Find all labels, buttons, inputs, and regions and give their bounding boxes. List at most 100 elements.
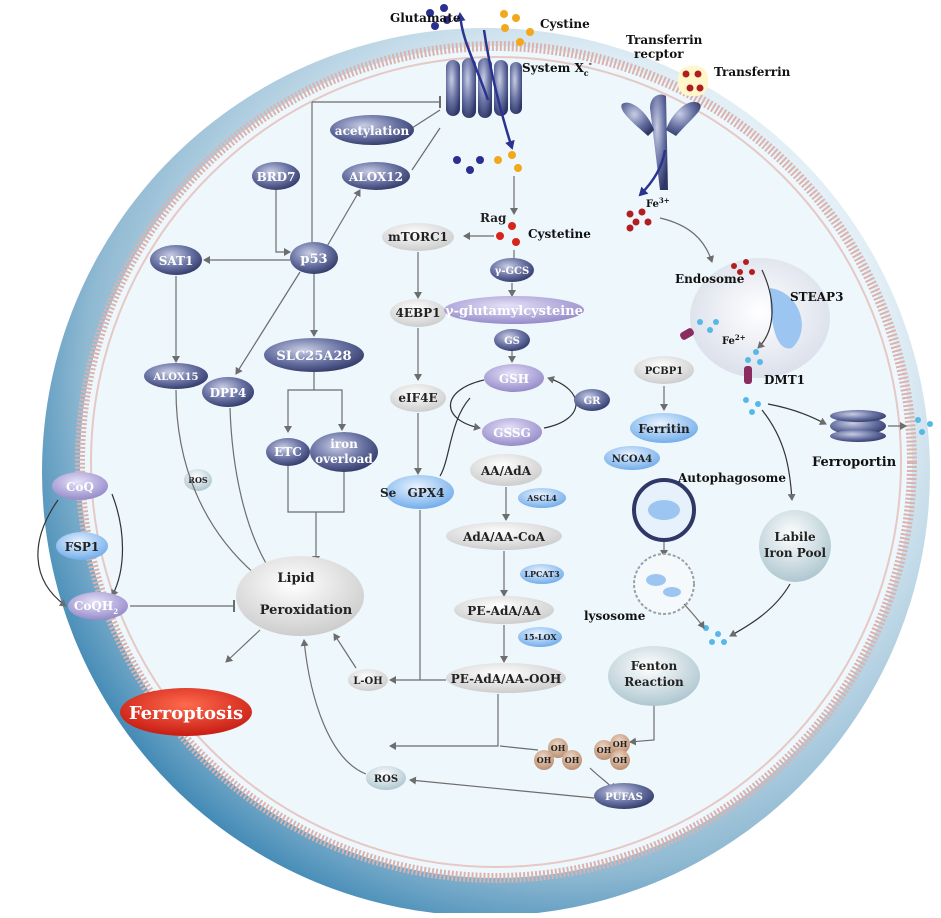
lysosome-label: lysosome [584, 609, 646, 623]
ferritin-node [630, 413, 698, 443]
coq-label: CoQ [66, 480, 94, 494]
loh-to-lipid [333, 633, 357, 669]
transferrin-halo [678, 66, 708, 96]
ncoa4-node [604, 446, 660, 470]
4ebp1-label: 4EBP1 [395, 306, 440, 320]
alox12-to-xc [411, 127, 441, 171]
fenton-label-1: Fenton [631, 659, 678, 673]
coqh2-node [68, 592, 128, 620]
ros-to-lipid-arrow [300, 639, 367, 775]
ferroportin [830, 410, 886, 442]
labile-label-1: Labile [774, 530, 816, 544]
labile-to-fe2-arrow [729, 583, 791, 637]
acetylation-node [330, 115, 414, 145]
eif4e-label: eIF4E [398, 391, 437, 405]
pe-ada-node [454, 596, 554, 624]
autophagosome-label: Autophagosome [677, 471, 786, 485]
labile-label-2: Iron Pool [764, 546, 827, 560]
endosome-label: Endosome [675, 272, 745, 286]
loh-node [348, 669, 388, 691]
acetylation-to-xc [411, 109, 441, 129]
gssg-label: GSSG [493, 426, 531, 440]
aa-ada-node [470, 454, 542, 486]
yglut-label: γ-glutamylcysteine [445, 304, 583, 319]
brd7-to-p53 [275, 190, 291, 256]
alox15-label: ALOX15 [153, 372, 199, 383]
15-lox-node [518, 627, 562, 647]
gr-node [574, 389, 610, 411]
oh-label-5: OH [613, 739, 628, 749]
coqh2-label: CoQH2 [74, 599, 118, 616]
cystine-import-arrow [482, 29, 515, 150]
gpx4-label: GPX4 [408, 486, 445, 500]
etc-label: ETC [274, 445, 302, 459]
fe3-reduction-arrow [757, 269, 773, 349]
dpp4-label: DPP4 [210, 386, 247, 400]
steap3-shape [770, 288, 802, 349]
p53-to-dpp4 [235, 271, 301, 375]
ros-node [366, 766, 406, 790]
oh-label-3: OH [537, 755, 552, 765]
fe2-label: Fe2+ [722, 333, 746, 347]
p53-node [290, 242, 338, 274]
alox12-label: ALOX12 [348, 170, 403, 184]
pe-ooh-node [446, 663, 566, 693]
gsh-to-gpx4-link [439, 397, 471, 477]
endosome-fe3-dots [731, 259, 755, 275]
dpp4-to-lipid [229, 407, 271, 571]
rag-label: Rag [480, 211, 507, 225]
pufas-label: PUFAS [605, 792, 643, 803]
loh-label: L-OH [353, 676, 382, 687]
glutamate-export-arrow [455, 12, 490, 101]
dmt1-channel [744, 366, 752, 384]
ferroportin-label: Ferroportin [812, 455, 897, 470]
autophagosome-cargo [648, 500, 680, 520]
mtorc1-node [382, 223, 454, 251]
oh-label-6: OH [613, 755, 628, 765]
hydroxyl-radicals [534, 734, 630, 770]
gsh-label: GSH [499, 372, 529, 386]
gpx4-node [386, 475, 454, 509]
dpp4-node [202, 377, 254, 407]
fe2-dots-exported [915, 417, 933, 435]
dmt1-channel-top [680, 328, 694, 340]
endosome [690, 258, 830, 378]
ada-coa-label: AdA/AA-CoA [462, 530, 546, 544]
glutamate-dots [426, 4, 484, 174]
lipid-peroxidation-node [236, 556, 364, 636]
fe2-to-labile-arrow [761, 409, 796, 501]
cystetine-label: Cystetine [528, 227, 591, 241]
cystine-label: Cystine [540, 17, 590, 31]
fenton-label-2: Reaction [624, 675, 684, 689]
fe2-dots-cytosol [743, 397, 761, 415]
transferrin-import-arrow [638, 149, 667, 197]
fenton-to-oh-arrow [629, 706, 655, 746]
ferroptosis-node [120, 688, 252, 736]
pe-ooh-label: PE-AdA/AA-OOH [451, 672, 562, 686]
p53-to-alox12 [325, 189, 361, 249]
iron-overload-node [310, 432, 378, 472]
fenton-reaction-node [608, 646, 700, 706]
gr-label: GR [584, 396, 602, 407]
ros-small-node [184, 469, 212, 491]
oh-label-4: OH [597, 745, 612, 755]
lpcat3-node [520, 564, 564, 584]
oh-label-2: OH [565, 755, 580, 765]
ada-coa-node [446, 522, 562, 550]
alox15-to-lipid [175, 389, 263, 581]
alox12-node [342, 162, 410, 190]
alox15-node [144, 363, 208, 389]
fe2-dots-lysosome [703, 625, 727, 645]
pcbp1-node [634, 356, 694, 384]
acetylation-label: acetylation [335, 124, 410, 138]
gssg-node [482, 418, 542, 446]
pe-ada-label: PE-AdA/AA [467, 604, 541, 618]
ncoa4-label: NCOA4 [612, 454, 653, 465]
coq-to-coqh-arrow [111, 493, 124, 597]
15-lox-label: 15-LOX [523, 632, 557, 642]
slc25a28-to-etc [284, 372, 315, 433]
oh-to-center-line [499, 745, 539, 751]
glutamate-label: Glutamate [390, 11, 461, 25]
fe3-label: Fe3+ [646, 196, 670, 210]
